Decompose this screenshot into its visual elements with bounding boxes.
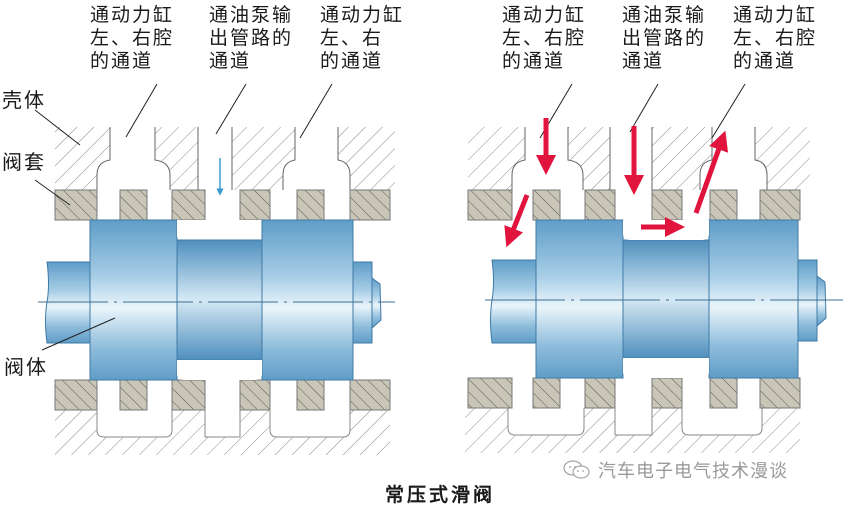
upper-sleeve-right xyxy=(467,189,801,221)
upper-housing-right xyxy=(468,127,810,190)
upper-housing xyxy=(55,127,395,190)
wechat-icon xyxy=(563,460,590,479)
figure-caption: 常压式滑阀 xyxy=(385,484,496,506)
label-left-cylinder-channel-right: 通动力缸 左、右腔 的通道 xyxy=(502,4,587,72)
watermark: 汽车电子电气技术漫谈 xyxy=(562,457,788,483)
spool xyxy=(45,219,382,381)
watermark-text: 汽车电子电气技术漫谈 xyxy=(598,461,788,482)
label-right-cylinder-channel-right: 通动力缸 左、右腔 的通道 xyxy=(733,4,818,72)
label-right-cylinder-channel: 通动力缸 左、右 的通道 xyxy=(320,4,405,72)
label-pump-channel: 通油泵输 出管路的 通道 xyxy=(209,4,294,72)
neck-gap-lower xyxy=(177,360,262,380)
left-valve xyxy=(34,83,395,455)
lower-sleeve-right xyxy=(467,377,801,409)
right-valve xyxy=(465,83,843,453)
label-sleeve: 阀套 xyxy=(2,150,46,174)
lower-sleeve xyxy=(54,379,391,411)
upper-sleeve xyxy=(54,189,391,221)
label-pump-channel-right: 通油泵输 出管路的 通道 xyxy=(622,4,707,72)
flow-arrow-left-out-icon xyxy=(504,194,530,248)
neck-gap-upper-right xyxy=(623,220,709,240)
label-housing: 壳体 xyxy=(2,88,46,112)
lower-housing xyxy=(55,410,390,455)
lower-housing-right xyxy=(465,408,800,453)
label-spool: 阀体 xyxy=(4,355,48,379)
flow-arrow-right-out-icon xyxy=(693,130,729,214)
flow-arrows xyxy=(504,118,729,248)
label-left-cylinder-channel: 通动力缸 左、右腔 的通道 xyxy=(90,4,175,72)
leader-lines xyxy=(34,83,333,351)
neck-gap-lower-right xyxy=(623,358,709,378)
spool-right xyxy=(490,219,827,379)
